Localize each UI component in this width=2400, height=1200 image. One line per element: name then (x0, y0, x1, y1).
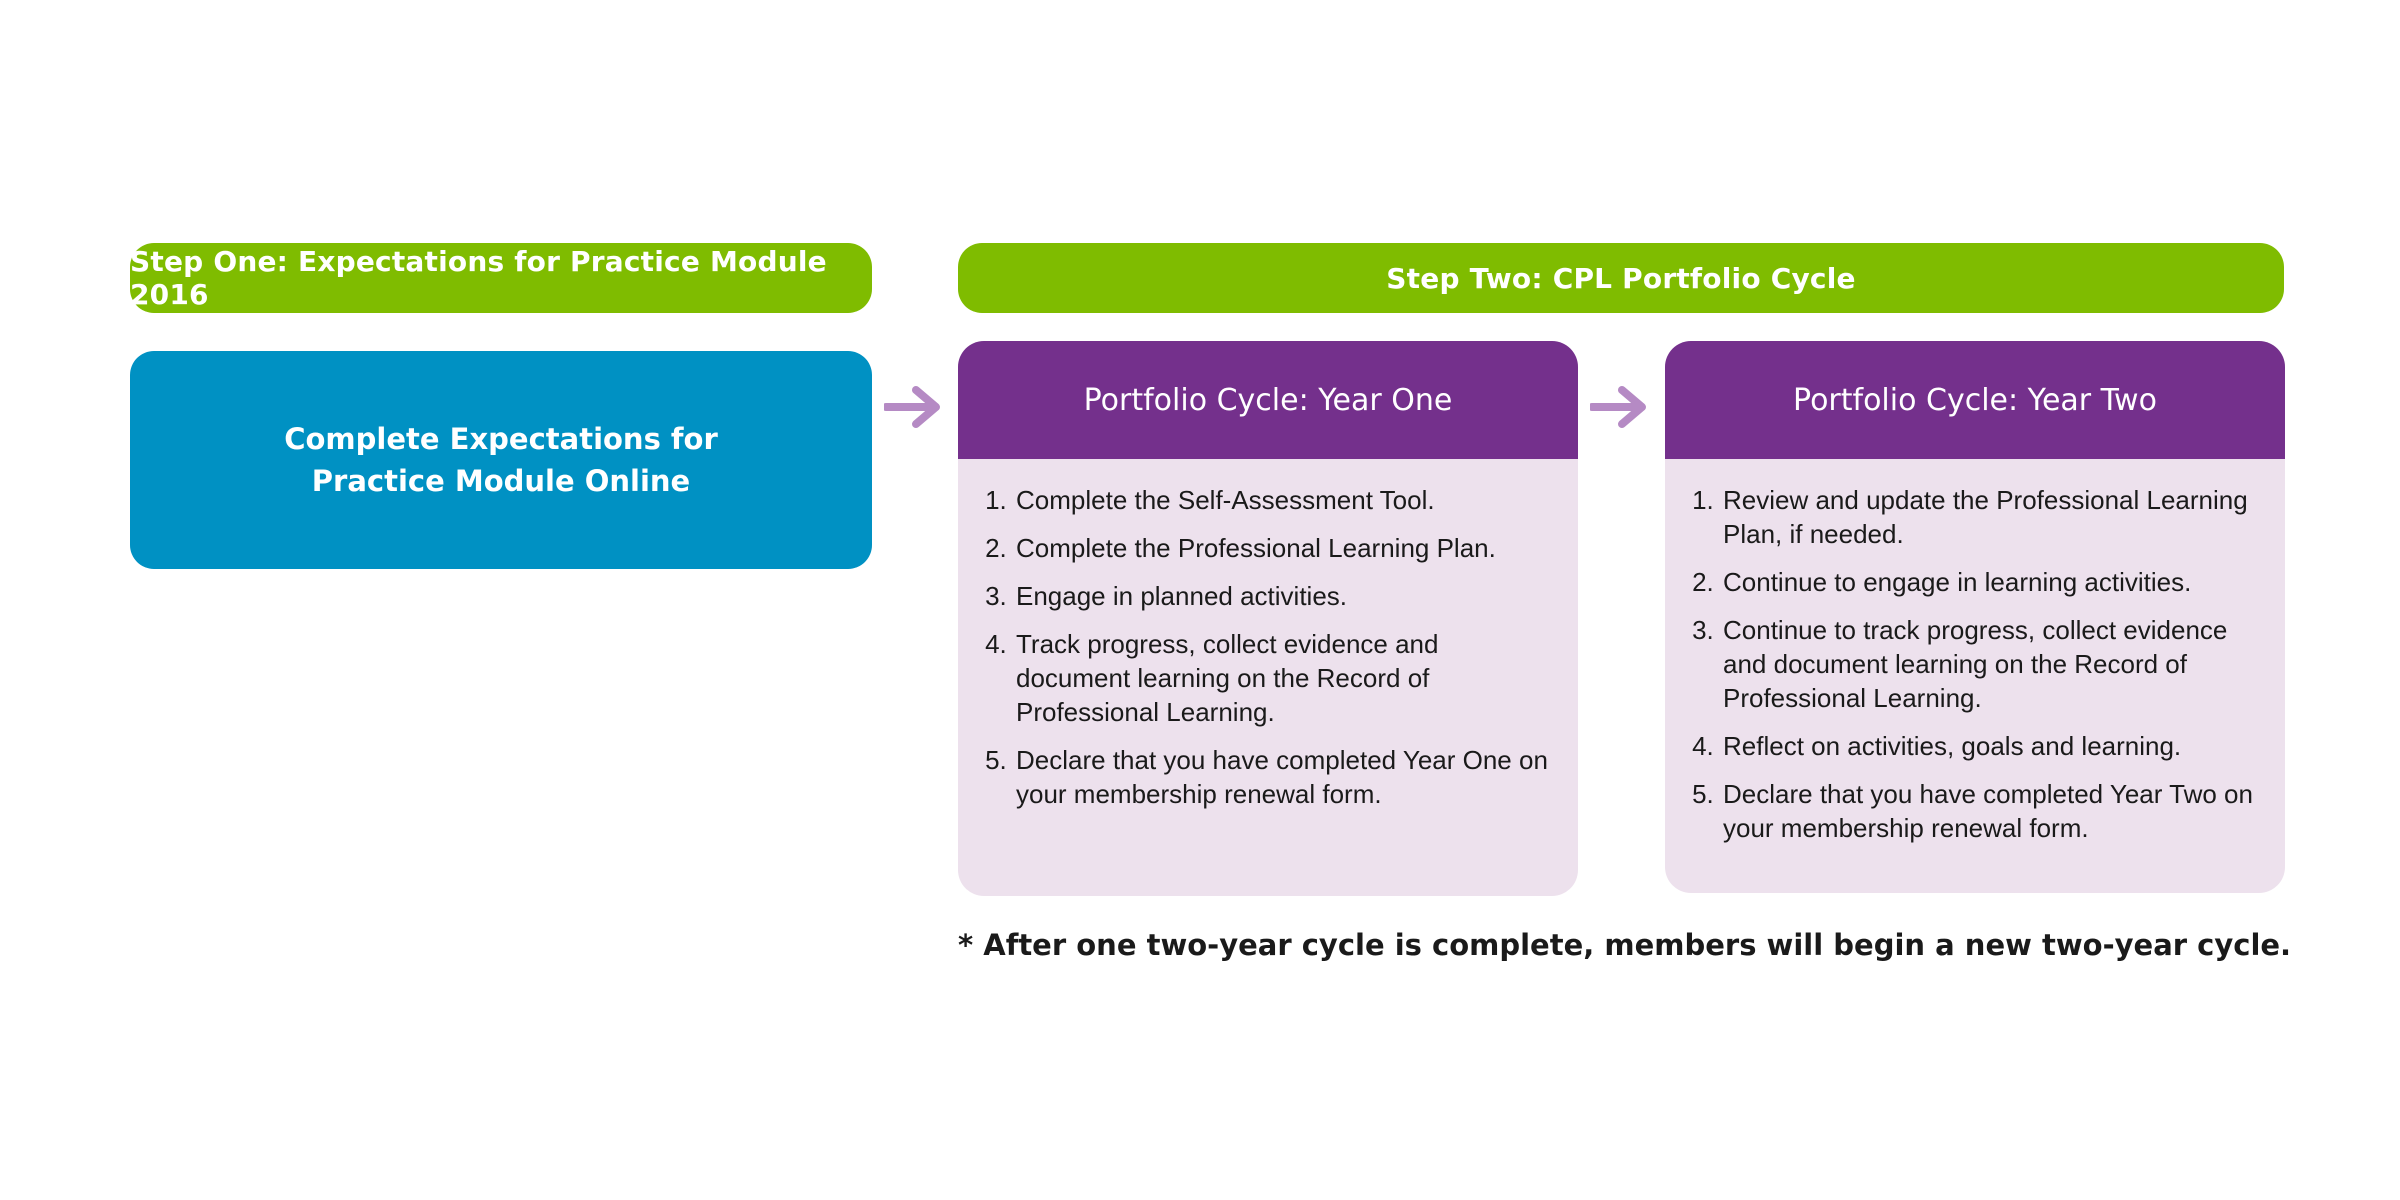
step-one-header: Step One: Expectations for Practice Modu… (130, 243, 872, 313)
list-item: Continue to track progress, collect evid… (1721, 613, 2255, 715)
list-item: Declare that you have completed Year One… (1014, 743, 1548, 811)
list-item: Track progress, collect evidence and doc… (1014, 627, 1548, 729)
year-one-list: Complete the Self-Assessment Tool. Compl… (958, 459, 1578, 811)
footnote: * After one two-year cycle is complete, … (958, 928, 2292, 962)
year-two-card-title: Portfolio Cycle: Year Two (1665, 341, 2285, 459)
step-two-header-label: Step Two: CPL Portfolio Cycle (1386, 261, 1856, 295)
year-two-card: Portfolio Cycle: Year Two Review and upd… (1665, 341, 2285, 893)
year-one-card-title: Portfolio Cycle: Year One (958, 341, 1578, 459)
arrow-right-icon (884, 386, 940, 428)
list-item: Complete the Self-Assessment Tool. (1014, 483, 1548, 517)
list-item: Complete the Professional Learning Plan. (1014, 531, 1548, 565)
year-two-list: Review and update the Professional Learn… (1665, 459, 2285, 845)
list-item: Reflect on activities, goals and learnin… (1721, 729, 2255, 763)
list-item: Engage in planned activities. (1014, 579, 1548, 613)
list-item: Declare that you have completed Year Two… (1721, 777, 2255, 845)
year-one-card: Portfolio Cycle: Year One Complete the S… (958, 341, 1578, 896)
step-one-box: Complete Expectations for Practice Modul… (130, 351, 872, 569)
step-two-header: Step Two: CPL Portfolio Cycle (958, 243, 2284, 313)
step-one-header-label: Step One: Expectations for Practice Modu… (130, 245, 827, 311)
list-item: Review and update the Professional Learn… (1721, 483, 2255, 551)
step-one-box-text: Complete Expectations for Practice Modul… (284, 422, 718, 498)
list-item: Continue to engage in learning activitie… (1721, 565, 2255, 599)
arrow-right-icon (1590, 386, 1646, 428)
